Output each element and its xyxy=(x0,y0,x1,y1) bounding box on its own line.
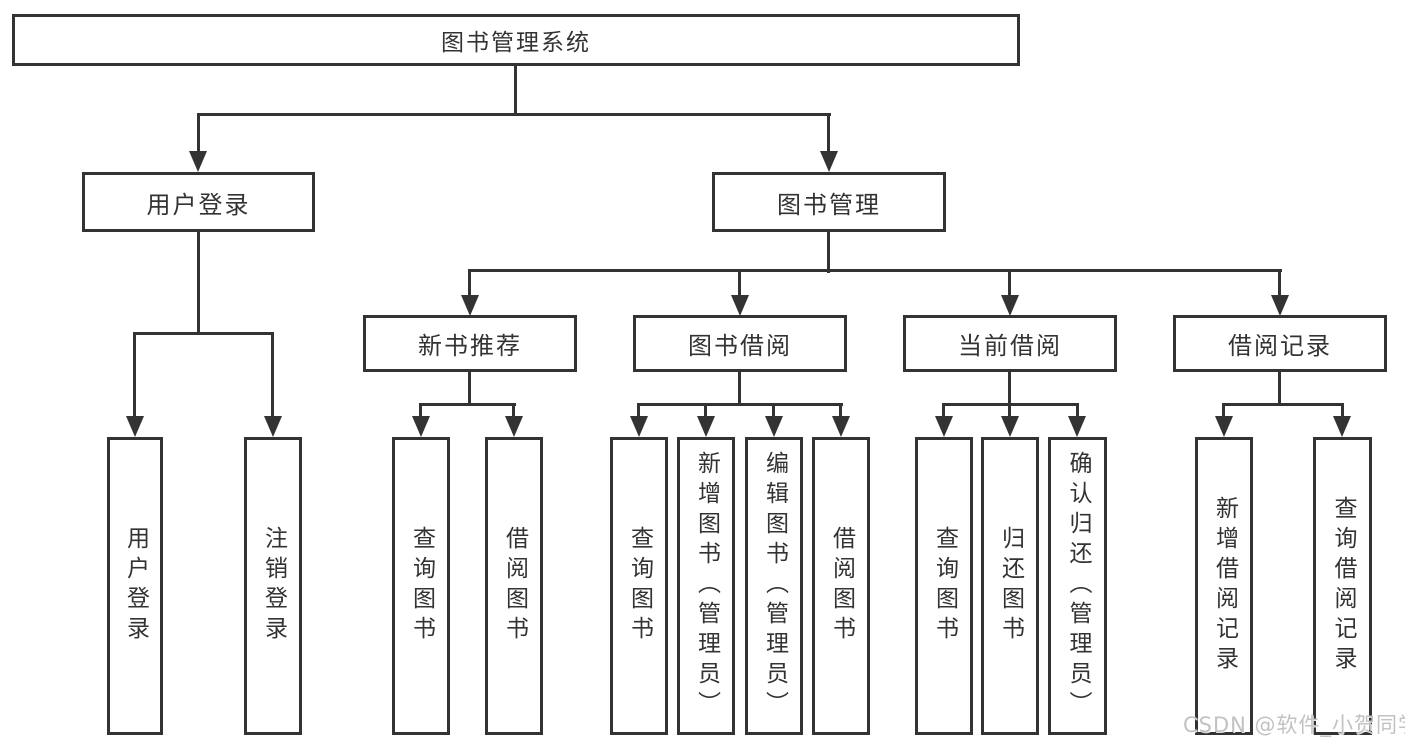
connector-line xyxy=(1222,403,1344,406)
watermark-csdn: CSDN @软件_小贺同学 xyxy=(1183,713,1405,737)
connector-line xyxy=(772,403,775,418)
connector-line xyxy=(514,66,517,115)
node-leaf-recommend-query-books: 查询图书 xyxy=(392,437,450,735)
node-user-login: 用户登录 xyxy=(82,172,315,232)
node-leaf-recommend-borrow-books: 借阅图书 xyxy=(485,437,543,735)
arrow-down-icon xyxy=(765,416,783,437)
arrow-down-icon xyxy=(126,416,144,437)
connector-line xyxy=(637,403,640,418)
node-leaf-logout: 注销登录 xyxy=(244,437,302,735)
connector-line xyxy=(468,269,471,296)
connector-line xyxy=(1222,403,1225,418)
arrow-down-icon xyxy=(630,416,648,437)
connector-line xyxy=(419,403,516,406)
connector-line xyxy=(1008,370,1011,405)
connector-line xyxy=(271,332,274,418)
node-current-borrowing: 当前借阅 xyxy=(903,315,1117,372)
arrow-down-icon xyxy=(1271,295,1289,316)
connector-line xyxy=(197,113,831,116)
node-leaf-borrowing-edit-books-admin: 编辑图书（管理员） xyxy=(745,437,803,735)
node-leaf-records-add-record: 新增借阅记录 xyxy=(1195,437,1253,735)
arrow-down-icon xyxy=(832,416,850,437)
connector-line xyxy=(1341,403,1344,418)
node-borrowing-records: 借阅记录 xyxy=(1173,315,1387,372)
connector-line xyxy=(1278,370,1281,405)
node-book-management: 图书管理 xyxy=(712,172,946,232)
arrow-down-icon xyxy=(412,416,430,437)
arrow-down-icon xyxy=(1333,416,1351,437)
connector-line xyxy=(197,230,200,335)
node-leaf-user-login: 用户登录 xyxy=(107,437,163,735)
connector-line xyxy=(1076,403,1079,418)
connector-line xyxy=(839,403,842,418)
arrow-down-icon xyxy=(1215,416,1233,437)
connector-line xyxy=(1008,403,1011,418)
connector-line xyxy=(738,370,741,405)
connector-line xyxy=(942,403,945,418)
arrow-down-icon xyxy=(505,416,523,437)
node-book-borrowing: 图书借阅 xyxy=(633,315,847,372)
node-leaf-records-query-record: 查询借阅记录 xyxy=(1313,437,1372,735)
connector-line xyxy=(1278,269,1281,296)
connector-line xyxy=(468,370,471,405)
node-new-book-recommend: 新书推荐 xyxy=(363,315,577,372)
connector-line xyxy=(827,230,830,273)
connector-line xyxy=(827,113,830,152)
node-leaf-current-return-books: 归还图书 xyxy=(981,437,1039,735)
connector-line xyxy=(704,403,707,418)
arrow-down-icon xyxy=(189,151,207,172)
arrow-down-icon xyxy=(697,416,715,437)
node-leaf-borrowing-borrow-books: 借阅图书 xyxy=(812,437,870,735)
connector-line xyxy=(738,269,741,296)
arrow-down-icon xyxy=(820,151,838,172)
arrow-down-icon xyxy=(1068,416,1086,437)
node-leaf-current-query-books: 查询图书 xyxy=(915,437,973,735)
node-library-management-system: 图书管理系统 xyxy=(12,14,1020,66)
connector-line xyxy=(133,332,136,418)
connector-line xyxy=(468,269,1282,272)
arrow-down-icon xyxy=(1001,295,1019,316)
node-leaf-borrowing-add-books-admin: 新增图书（管理员） xyxy=(677,437,735,735)
connector-line xyxy=(1008,269,1011,296)
arrow-down-icon xyxy=(461,295,479,316)
arrow-down-icon xyxy=(731,295,749,316)
arrow-down-icon xyxy=(1001,416,1019,437)
connector-line xyxy=(197,113,200,152)
arrow-down-icon xyxy=(264,416,282,437)
arrow-down-icon xyxy=(935,416,953,437)
node-leaf-current-confirm-return-admin: 确认归还（管理员） xyxy=(1048,437,1107,735)
connector-line xyxy=(133,332,274,335)
connector-line xyxy=(419,403,422,418)
connector-line xyxy=(637,403,843,406)
node-leaf-borrowing-query-books: 查询图书 xyxy=(610,437,668,735)
connector-line xyxy=(512,403,515,418)
